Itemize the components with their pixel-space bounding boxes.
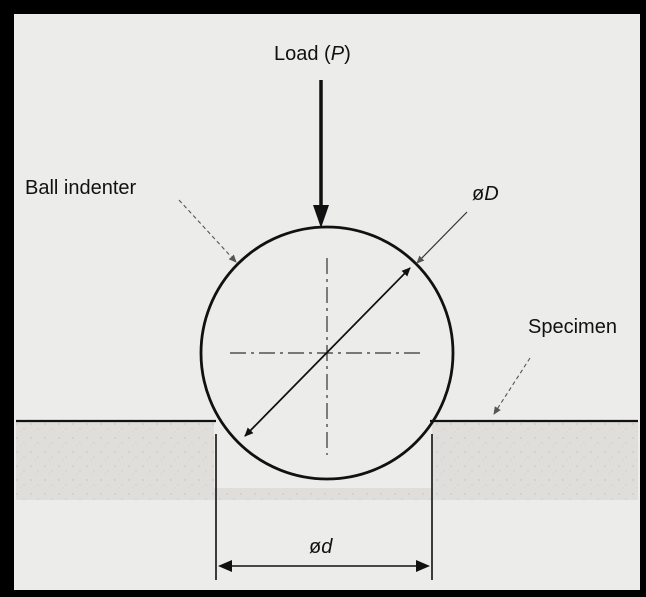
diameter-d-label: ød	[309, 536, 333, 558]
specimen-surface-texture	[16, 422, 638, 500]
specimen-label: Specimen	[528, 316, 617, 338]
ball-indenter-leader	[178, 199, 237, 263]
load-arrow-head	[313, 205, 329, 228]
ball-indenter-label: Ball indenter	[25, 177, 137, 199]
load-label: Load (P)	[274, 43, 351, 65]
diameter-D-leader	[416, 211, 468, 264]
d-dimension-arrow-right	[416, 560, 430, 572]
ball-indenter-circle	[199, 225, 455, 481]
d-dimension-arrow-left	[218, 560, 232, 572]
diameter-D-line-reverse	[244, 267, 411, 437]
diameter-D-label: øD	[472, 183, 499, 205]
